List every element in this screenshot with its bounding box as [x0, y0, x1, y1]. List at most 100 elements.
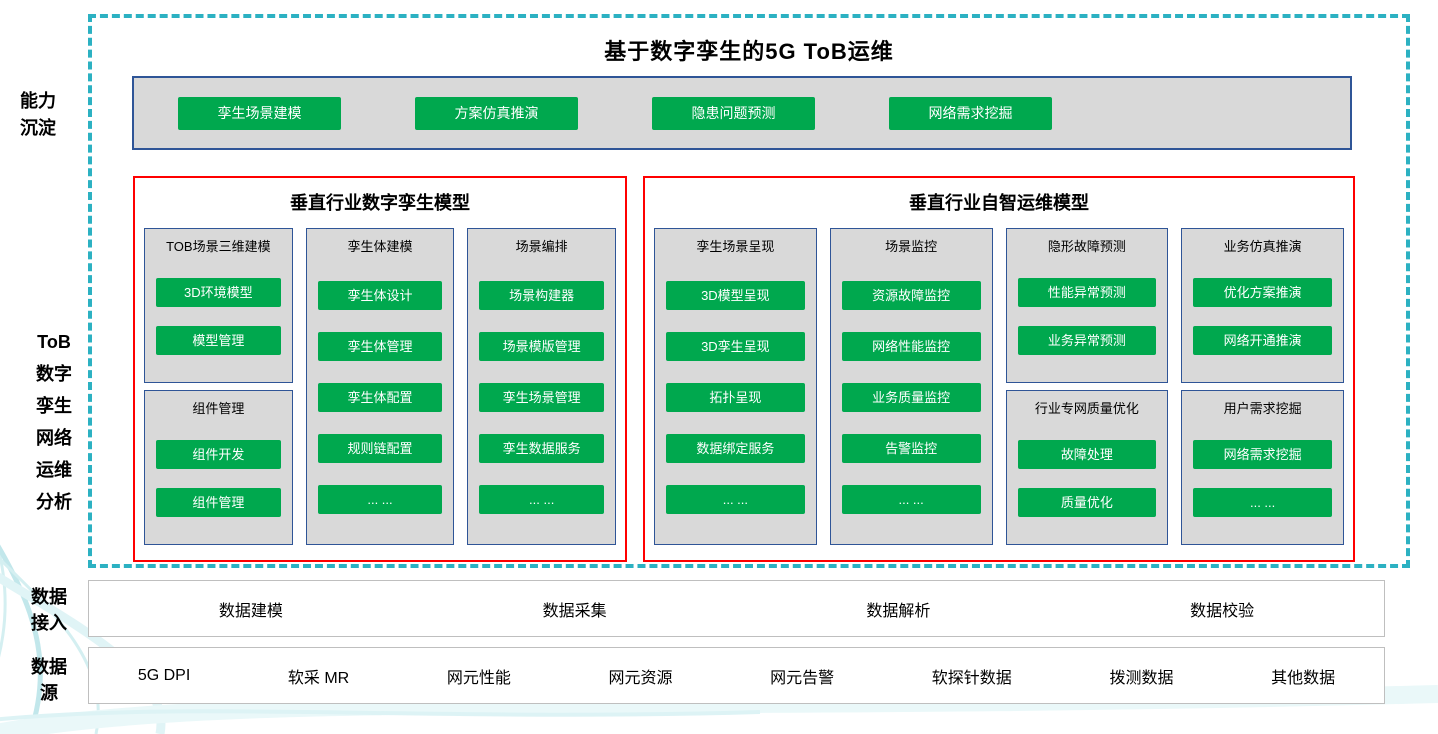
data-source-item: 其他数据 [1271, 669, 1336, 687]
module-box-title: 用户需求挖掘 [1223, 401, 1302, 416]
module-box: 组件管理组件开发组件管理 [144, 390, 293, 545]
module-box: 孪生体建模孪生体设计孪生体管理孪生体配置规则链配置... ... [305, 228, 455, 545]
data-source-item: 软探针数据 [931, 669, 1012, 687]
module-block: 场景构建器 [479, 281, 605, 310]
data-access-item: 数据解析 [866, 602, 931, 620]
module-box-items: 组件开发组件管理 [145, 419, 292, 544]
module-block: 孪生体设计 [317, 281, 443, 310]
module-block: 组件开发 [156, 440, 281, 469]
panel-title: 垂直行业数字孪生模型 [290, 193, 470, 213]
module-block: 业务质量监控 [841, 383, 981, 412]
module-block: 组件管理 [156, 488, 281, 517]
module-block: 3D环境模型 [156, 278, 281, 307]
module-block: 资源故障监控 [841, 281, 981, 310]
module-box-items: 故障处理质量优化 [1007, 419, 1168, 544]
module-block: 数据绑定服务 [666, 434, 805, 463]
side-label-capability: 能力沉淀 [6, 88, 70, 142]
module-block: 场景模版管理 [479, 332, 605, 361]
capability-block: 网络需求挖掘 [889, 96, 1052, 130]
module-box: 行业专网质量优化故障处理质量优化 [1005, 390, 1169, 545]
side-label-line: 数据 [31, 587, 67, 607]
module-block: ... ... [1193, 488, 1332, 517]
module-block: ... ... [841, 485, 981, 514]
module-block: 孪生体配置 [317, 383, 443, 412]
data-source-item: 网元资源 [608, 669, 673, 687]
module-box: 用户需求挖掘网络需求挖掘 ... ... [1181, 390, 1344, 545]
main-dashed-frame: 基于数字孪生的5G ToB运维 孪生场景建模方案仿真推演隐患问题预测网络需求挖掘… [88, 14, 1410, 568]
capability-block: 方案仿真推演 [415, 96, 578, 130]
data-source-item: 5G DPI [137, 666, 191, 684]
module-block: 网络需求挖掘 [1193, 440, 1332, 469]
module-block: 网络性能监控 [841, 332, 981, 361]
module-box: 业务仿真推演优化方案推演网络开通推演 [1181, 228, 1344, 383]
module-block: 质量优化 [1017, 488, 1157, 517]
module-block: ... ... [479, 485, 605, 514]
side-label-line: 接入 [31, 613, 67, 633]
side-label-line: 网络 [36, 428, 72, 448]
module-box-title: 业务仿真推演 [1223, 239, 1302, 254]
side-label-line: 分析 [36, 492, 72, 512]
module-box: 隐形故障预测性能异常预测业务异常预测 [1005, 228, 1169, 383]
module-block: 拓扑呈现 [666, 383, 805, 412]
module-box: 场景监控资源故障监控网络性能监控业务质量监控告警监控... ... [829, 228, 993, 545]
module-column: 场景编排场景构建器场景模版管理孪生场景管理孪生数据服务... ... [467, 228, 617, 545]
module-block: 孪生数据服务 [479, 434, 605, 463]
module-box-items: 孪生体设计孪生体管理孪生体配置规则链配置... ... [307, 257, 454, 544]
module-block: 优化方案推演 [1193, 278, 1332, 307]
data-source-item: 网元性能 [446, 669, 511, 687]
side-label-line: ToB [37, 332, 71, 352]
module-box-items: 场景构建器场景模版管理孪生场景管理孪生数据服务 ... ... [468, 257, 615, 544]
side-label-data-source: 数据源 [16, 654, 82, 706]
module-box-title: 行业专网质量优化 [1034, 401, 1139, 416]
side-label-line: 数字 [36, 364, 72, 384]
data-source-item: 软采 MR [287, 669, 350, 687]
module-column: 孪生体建模孪生体设计孪生体管理孪生体配置规则链配置... ... [305, 228, 455, 545]
module-box-items: 优化方案推演网络开通推演 [1182, 257, 1343, 382]
module-block: 告警监控 [841, 434, 981, 463]
side-label-line: 孪生 [36, 396, 72, 416]
side-label-tob-analysis: ToB 数字孪生网络运维分析 [22, 326, 86, 518]
module-column: 场景监控资源故障监控网络性能监控业务质量监控告警监控... ... [829, 228, 993, 545]
side-label-line: 源 [40, 683, 58, 703]
capability-block: 隐患问题预测 [652, 96, 815, 130]
module-box: 场景编排场景构建器场景模版管理孪生场景管理孪生数据服务... ... [467, 228, 617, 545]
side-label-line: 能力 [20, 91, 56, 111]
module-block: 3D孪生呈现 [666, 332, 805, 361]
diagram-title: 基于数字孪生的5G ToB运维 [604, 39, 894, 64]
module-block: 3D模型呈现 [666, 281, 805, 310]
module-block: ... ... [317, 485, 443, 514]
side-label-data-access: 数据接入 [16, 584, 82, 636]
module-block: 模型管理 [156, 326, 281, 355]
module-box-title: 孪生体建模 [347, 239, 413, 254]
side-label-line: 沉淀 [20, 118, 56, 138]
module-box-items: 3D模型呈现 3D孪生呈现拓扑呈现数据绑定服务 ... ... [655, 257, 816, 544]
module-box-items: 性能异常预测业务异常预测 [1007, 257, 1168, 382]
module-block: 孪生场景管理 [479, 383, 605, 412]
capability-block: 孪生场景建模 [178, 96, 341, 130]
module-box-items: 资源故障监控网络性能监控业务质量监控告警监控 ... ... [831, 257, 992, 544]
module-block: 业务异常预测 [1017, 326, 1157, 355]
data-access-item: 数据校验 [1190, 602, 1255, 620]
data-access-row: 数据建模数据采集数据解析数据校验 [88, 580, 1385, 637]
data-access-item: 数据采集 [542, 602, 607, 620]
side-label-line: 数据 [31, 657, 67, 677]
panel-title: 垂直行业自智运维模型 [909, 193, 1089, 213]
module-block: 孪生体管理 [317, 332, 443, 361]
data-source-item: 网元告警 [770, 669, 835, 687]
module-block: 故障处理 [1017, 440, 1157, 469]
module-box-items: 网络需求挖掘 ... ... [1182, 419, 1343, 544]
module-block: 网络开通推演 [1193, 326, 1332, 355]
module-block: 性能异常预测 [1017, 278, 1157, 307]
module-block: ... ... [666, 485, 805, 514]
side-label-line: 运维 [36, 460, 72, 480]
module-column: 隐形故障预测性能异常预测业务异常预测行业专网质量优化故障处理质量优化 [1005, 228, 1169, 545]
